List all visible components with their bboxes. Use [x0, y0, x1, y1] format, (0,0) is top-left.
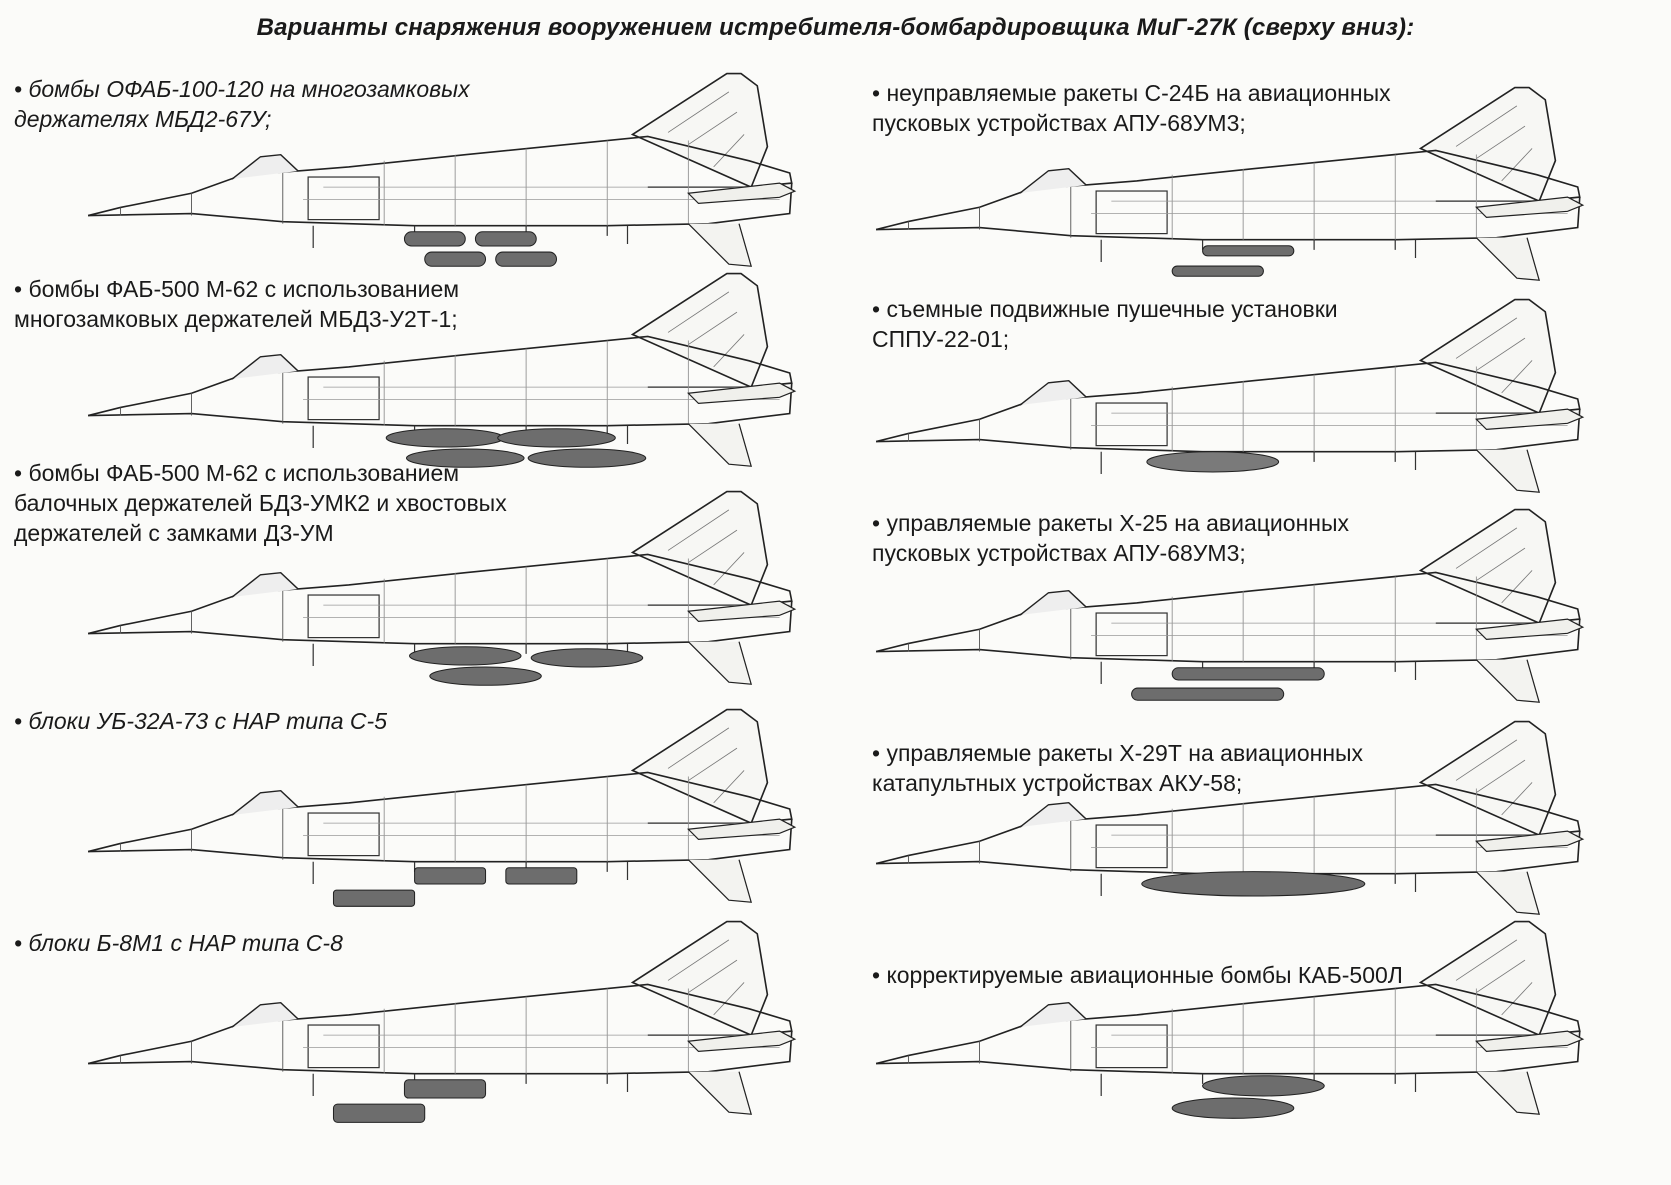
caption-line: • бомбы ОФАБ-100-120 на многозамковых [14, 76, 470, 102]
caption-line: пусковых устройствах АПУ-68УМ3; [872, 110, 1246, 136]
caption-line: • управляемые ракеты Х-29Т на авиационны… [872, 740, 1364, 766]
caption-fab-500-bd3: • бомбы ФАБ-500 М-62 с использованием ба… [14, 458, 507, 548]
caption-s-24b: • неуправляемые ракеты С-24Б на авиацион… [872, 78, 1391, 138]
caption-line: • неуправляемые ракеты С-24Б на авиацион… [872, 80, 1391, 106]
caption-line: СППУ-22-01; [872, 326, 1010, 352]
caption-line: • корректируемые авиационные бомбы КАБ-5… [872, 962, 1403, 988]
caption-ub-32: • блоки УБ-32А-73 с НАР типа С-5 [14, 706, 387, 736]
page-title: Варианты снаряжения вооружением истребит… [256, 14, 1415, 41]
caption-kab-500l: • корректируемые авиационные бомбы КАБ-5… [872, 960, 1403, 990]
aircraft-illustration [80, 918, 810, 1128]
aircraft-illustration [80, 488, 810, 698]
caption-sppu-22: • съемные подвижные пушечные установки С… [872, 294, 1338, 354]
caption-line: • съемные подвижные пушечные установки [872, 296, 1338, 322]
caption-ofab-100: • бомбы ОФАБ-100-120 на многозамковых де… [14, 74, 470, 134]
caption-line: • бомбы ФАБ-500 М-62 с использованием [14, 276, 460, 302]
aircraft-illustration [868, 718, 1598, 928]
caption-line: • управляемые ракеты Х-25 на авиационных [872, 510, 1350, 536]
caption-line: пусковых устройствах АПУ-68УМ3; [872, 540, 1246, 566]
aircraft-illustration [80, 70, 810, 280]
caption-line: • блоки Б-8М1 с НАР типа С-8 [14, 930, 343, 956]
caption-line: многозамковых держателей МБД3-У2Т-1; [14, 306, 458, 332]
caption-line: балочных держателей БД3-УМК2 и хвостовых [14, 490, 507, 516]
caption-line: держателей с замками Д3-УМ [14, 520, 334, 546]
caption-line: катапультных устройствах АКУ-58; [872, 770, 1243, 796]
aircraft-illustration [80, 270, 810, 480]
aircraft-illustration [80, 706, 810, 916]
caption-b-8m1: • блоки Б-8М1 с НАР типа С-8 [14, 928, 343, 958]
caption-line: • блоки УБ-32А-73 с НАР типа С-5 [14, 708, 387, 734]
caption-line: • бомбы ФАБ-500 М-62 с использованием [14, 460, 460, 486]
caption-x-25: • управляемые ракеты Х-25 на авиационных… [872, 508, 1349, 568]
caption-x-29t: • управляемые ракеты Х-29Т на авиационны… [872, 738, 1363, 798]
caption-line: держателях МБД2-67У; [14, 106, 272, 132]
aircraft-illustration [868, 84, 1598, 294]
caption-fab-500-mbd3: • бомбы ФАБ-500 М-62 с использованием мн… [14, 274, 459, 334]
aircraft-illustration [868, 296, 1598, 506]
aircraft-illustration [868, 506, 1598, 716]
aircraft-illustration [868, 918, 1598, 1128]
